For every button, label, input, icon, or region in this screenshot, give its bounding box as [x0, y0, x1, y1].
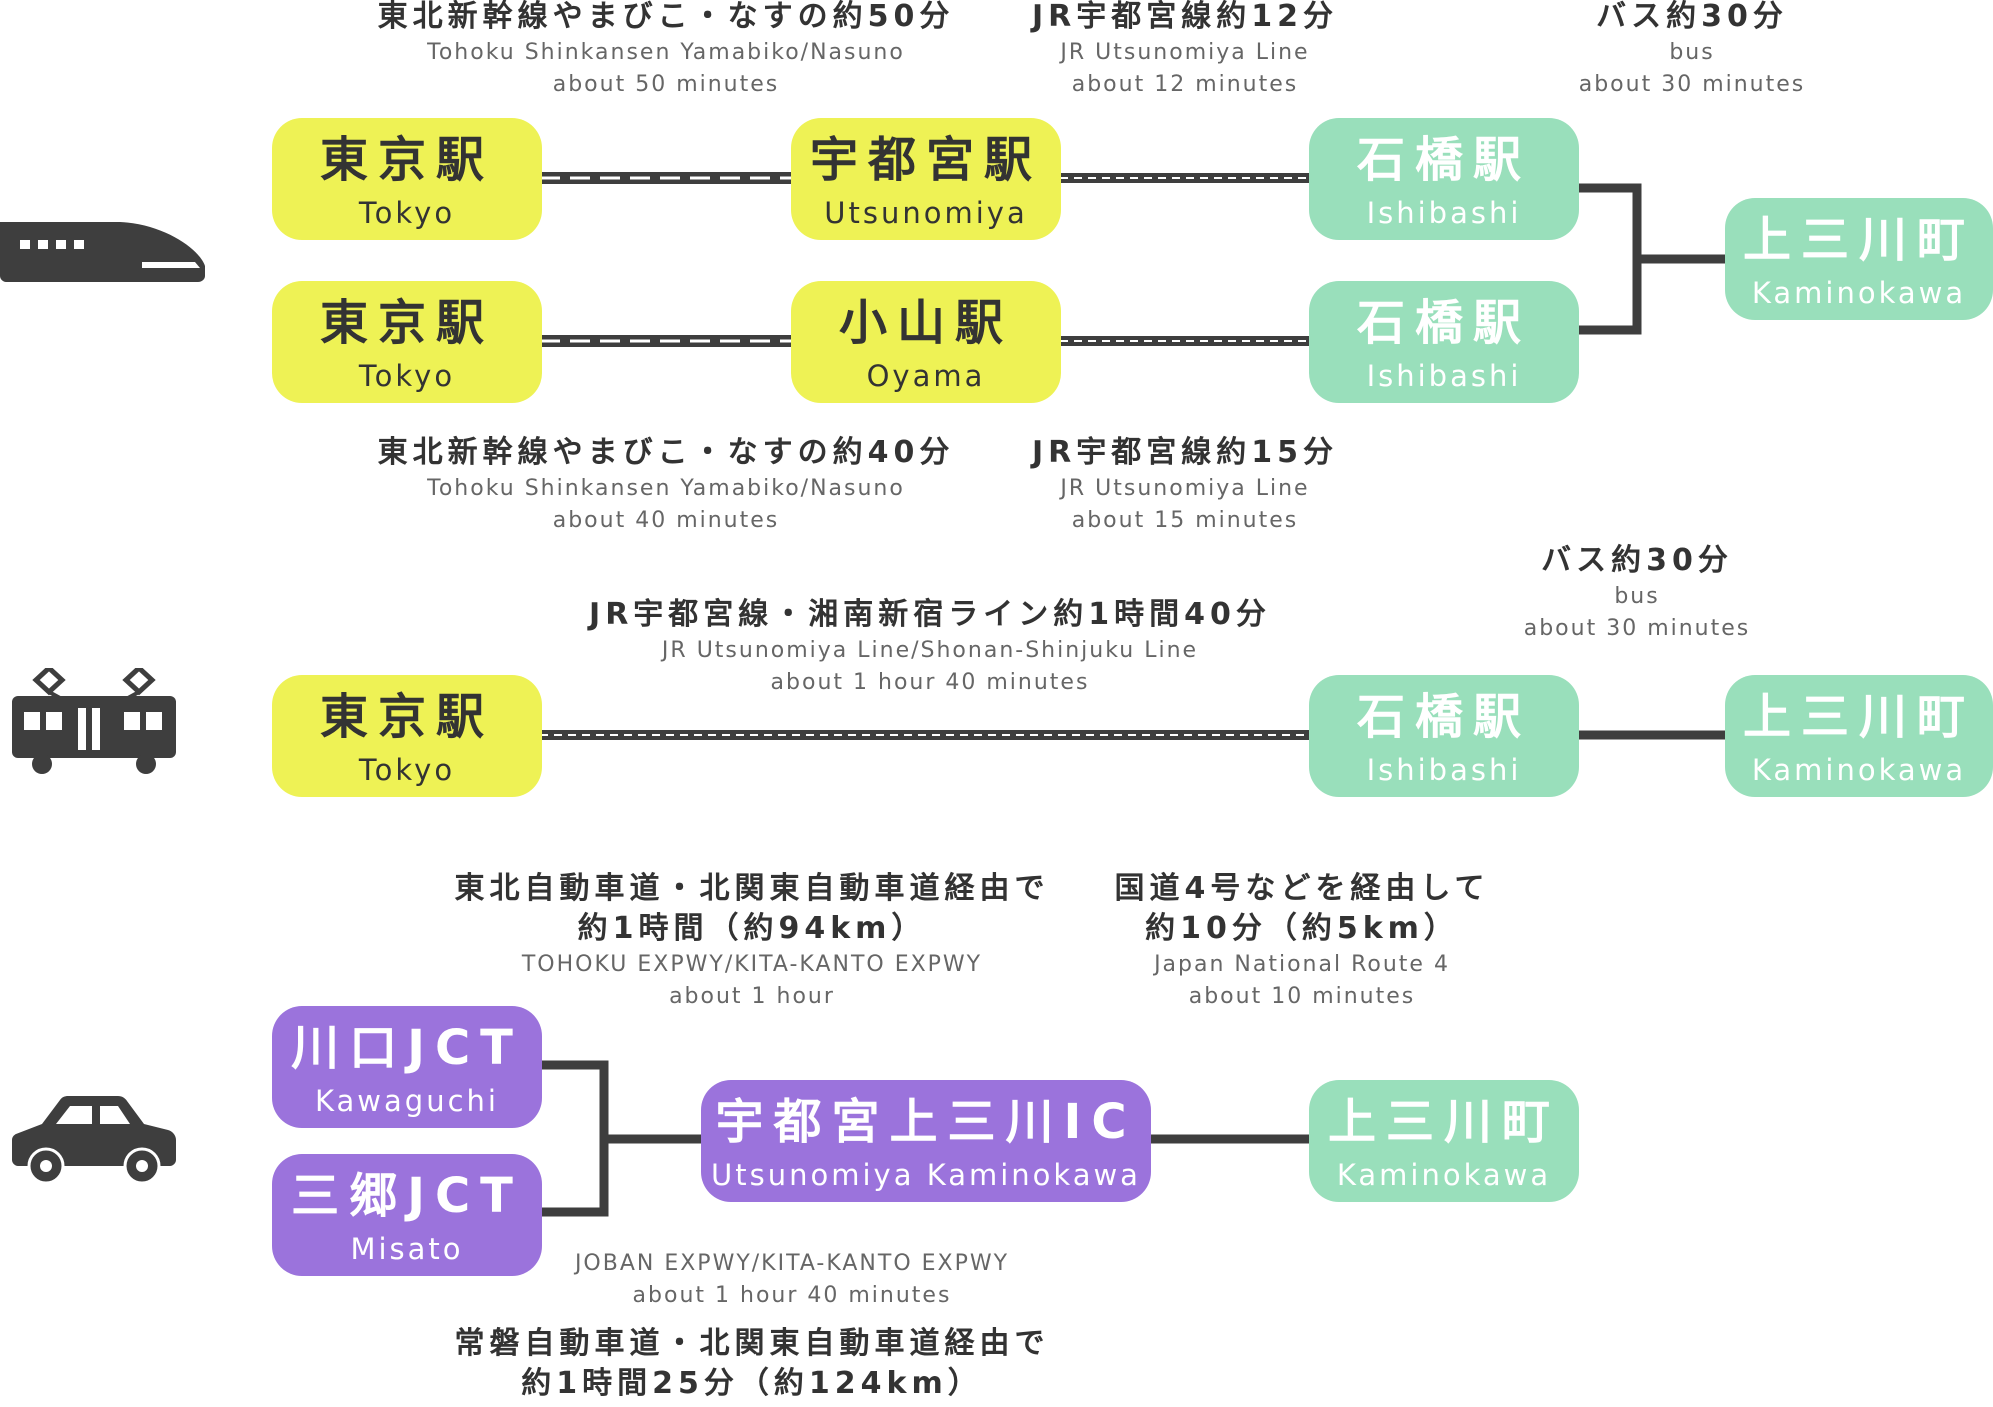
- bullet-train-icon: [0, 222, 205, 282]
- route-label-en: JOBAN EXPWY/KITA-KANTO EXPWY: [574, 1251, 1010, 1276]
- leg-label-bus-shinkansen: バス約30分 bus about 30 minutes: [1567, 0, 1817, 101]
- route-label-jp-distance: 約1時間25分（約124km）: [521, 1366, 983, 1401]
- leg-label-jp: 東北新幹線やまびこ・なすの約50分: [377, 0, 955, 34]
- car-icon: [12, 1096, 176, 1184]
- leg-label-jp: JR宇都宮線約12分: [1031, 0, 1338, 34]
- leg-label-en: Tohoku Shinkansen Yamabiko/Nasuno: [427, 476, 905, 501]
- interchange-name-en: Utsunomiya Kaminokawa: [711, 1158, 1141, 1192]
- station-name-en: Tokyo: [358, 359, 456, 393]
- leg-label-jp: JR宇都宮線・湘南新宿ライン約1時間40分: [589, 597, 1271, 632]
- leg-label-jp: 東北新幹線やまびこ・なすの約40分: [377, 435, 955, 470]
- leg-label-en: JR Utsunomiya Line/Shonan-Shinjuku Line: [661, 638, 1199, 663]
- route-label-duration: about 1 hour 40 minutes: [632, 1283, 952, 1308]
- station-name-jp: 東京駅: [319, 689, 494, 745]
- station-name-jp: 石橋駅: [1356, 689, 1531, 745]
- junction-box-kawaguchi: 川口JCT Kawaguchi: [272, 1006, 542, 1128]
- station-name-jp: 東京駅: [319, 295, 494, 351]
- leg-label-duration: about 15 minutes: [1071, 508, 1299, 533]
- destination-name-en: Kaminokawa: [1751, 276, 1967, 310]
- station-box-oyama: 小山駅 Oyama: [791, 281, 1061, 403]
- destination-name-jp: 上三川町: [1742, 212, 1975, 268]
- leg-label-utsunomiya-line-15: JR宇都宮線約15分 JR Utsunomiya Line about 15 m…: [1020, 433, 1350, 537]
- leg-label-en: bus: [1669, 40, 1715, 65]
- leg-label-duration: about 1 hour 40 minutes: [770, 670, 1090, 695]
- interchange-name-jp: 宇都宮上三川IC: [715, 1094, 1137, 1150]
- junction-box-misato: 三郷JCT Misato: [272, 1154, 542, 1276]
- route-label-national-route-4: 国道4号などを経由して 約10分（約5km） Japan National Ro…: [1082, 869, 1522, 1013]
- leg-label-en: bus: [1614, 584, 1660, 609]
- destination-box-kaminokawa-shinkansen: 上三川町 Kaminokawa: [1725, 198, 1993, 320]
- route-label-jp: 常磐自動車道・北関東自動車道経由で: [454, 1326, 1050, 1361]
- station-name-en: Ishibashi: [1366, 359, 1522, 393]
- station-name-jp: 石橋駅: [1356, 132, 1531, 188]
- leg-label-jp: バス約30分: [1541, 543, 1733, 578]
- leg-label-utsunomiya-line-12: JR宇都宮線約12分 JR Utsunomiya Line about 12 m…: [1020, 0, 1350, 101]
- station-box-ishibashi-a: 石橋駅 Ishibashi: [1309, 118, 1579, 240]
- destination-name-jp: 上三川町: [1742, 689, 1975, 745]
- station-name-jp: 石橋駅: [1356, 295, 1531, 351]
- destination-name-jp: 上三川町: [1327, 1094, 1560, 1150]
- station-name-en: Oyama: [866, 359, 986, 393]
- route-label-en: TOHOKU EXPWY/KITA-KANTO EXPWY: [521, 952, 983, 977]
- route-label-jp-distance: 約1時間（約94km）: [577, 911, 927, 946]
- leg-label-duration: about 30 minutes: [1578, 72, 1806, 97]
- leg-label-shinkansen-40: 東北新幹線やまびこ・なすの約40分 Tohoku Shinkansen Yama…: [366, 433, 966, 537]
- leg-label-duration: about 12 minutes: [1071, 72, 1299, 97]
- station-name-jp: 東京駅: [319, 132, 494, 188]
- route-label-duration: about 10 minutes: [1188, 984, 1416, 1009]
- leg-label-jp: JR宇都宮線約15分: [1031, 435, 1338, 470]
- station-box-ishibashi-local: 石橋駅 Ishibashi: [1309, 675, 1579, 797]
- station-box-tokyo-b: 東京駅 Tokyo: [272, 281, 542, 403]
- route-label-en: Japan National Route 4: [1154, 952, 1450, 977]
- destination-name-en: Kaminokawa: [1336, 1158, 1552, 1192]
- station-name-en: Utsunomiya: [824, 196, 1028, 230]
- route-label-joban-expwy-en: JOBAN EXPWY/KITA-KANTO EXPWY about 1 hou…: [512, 1248, 1072, 1312]
- destination-name-en: Kaminokawa: [1751, 753, 1967, 787]
- station-name-en: Tokyo: [358, 753, 456, 787]
- station-name-en: Ishibashi: [1366, 196, 1522, 230]
- leg-label-bus-local: バス約30分 bus about 30 minutes: [1512, 541, 1762, 645]
- route-label-jp: 国道4号などを経由して: [1114, 871, 1490, 906]
- leg-label-shonan-shinjuku: JR宇都宮線・湘南新宿ライン約1時間40分 JR Utsunomiya Line…: [515, 595, 1345, 699]
- leg-label-duration: about 30 minutes: [1523, 616, 1751, 641]
- station-box-tokyo-a: 東京駅 Tokyo: [272, 118, 542, 240]
- leg-label-jp: バス約30分: [1596, 0, 1788, 34]
- station-box-utsunomiya: 宇都宮駅 Utsunomiya: [791, 118, 1061, 240]
- station-box-ishibashi-b: 石橋駅 Ishibashi: [1309, 281, 1579, 403]
- bus-bracket-line: [1578, 183, 1642, 335]
- interchange-box-utsunomiya-kaminokawa: 宇都宮上三川IC Utsunomiya Kaminokawa: [701, 1080, 1151, 1202]
- route-label-jp-distance: 約10分（約5km）: [1145, 911, 1459, 946]
- junction-name-jp: 三郷JCT: [291, 1168, 523, 1224]
- leg-label-en: JR Utsunomiya Line: [1060, 476, 1310, 501]
- destination-box-kaminokawa-car: 上三川町 Kaminokawa: [1309, 1080, 1579, 1202]
- train-icon: [12, 668, 176, 774]
- leg-label-en: Tohoku Shinkansen Yamabiko/Nasuno: [427, 40, 905, 65]
- leg-label-shinkansen-50: 東北新幹線やまびこ・なすの約50分 Tohoku Shinkansen Yama…: [366, 0, 966, 101]
- route-label-joban-expwy-jp: 常磐自動車道・北関東自動車道経由で 約1時間25分（約124km）: [402, 1324, 1102, 1404]
- route-label-tohoku-expwy: 東北自動車道・北関東自動車道経由で 約1時間（約94km） TOHOKU EXP…: [402, 869, 1102, 1013]
- destination-box-kaminokawa-local: 上三川町 Kaminokawa: [1725, 675, 1993, 797]
- station-name-en: Ishibashi: [1366, 753, 1522, 787]
- leg-label-duration: about 50 minutes: [552, 72, 780, 97]
- station-name-en: Tokyo: [358, 196, 456, 230]
- station-name-jp: 小山駅: [838, 295, 1013, 351]
- junction-name-en: Misato: [350, 1232, 464, 1266]
- junction-name-jp: 川口JCT: [291, 1020, 523, 1076]
- leg-label-en: JR Utsunomiya Line: [1060, 40, 1310, 65]
- junction-name-en: Kawaguchi: [315, 1084, 499, 1118]
- leg-label-duration: about 40 minutes: [552, 508, 780, 533]
- station-box-tokyo-local: 東京駅 Tokyo: [272, 675, 542, 797]
- route-label-duration: about 1 hour: [669, 984, 835, 1009]
- route-label-jp: 東北自動車道・北関東自動車道経由で: [454, 871, 1050, 906]
- expressway-bracket-line: [540, 1060, 609, 1217]
- station-name-jp: 宇都宮駅: [809, 132, 1042, 188]
